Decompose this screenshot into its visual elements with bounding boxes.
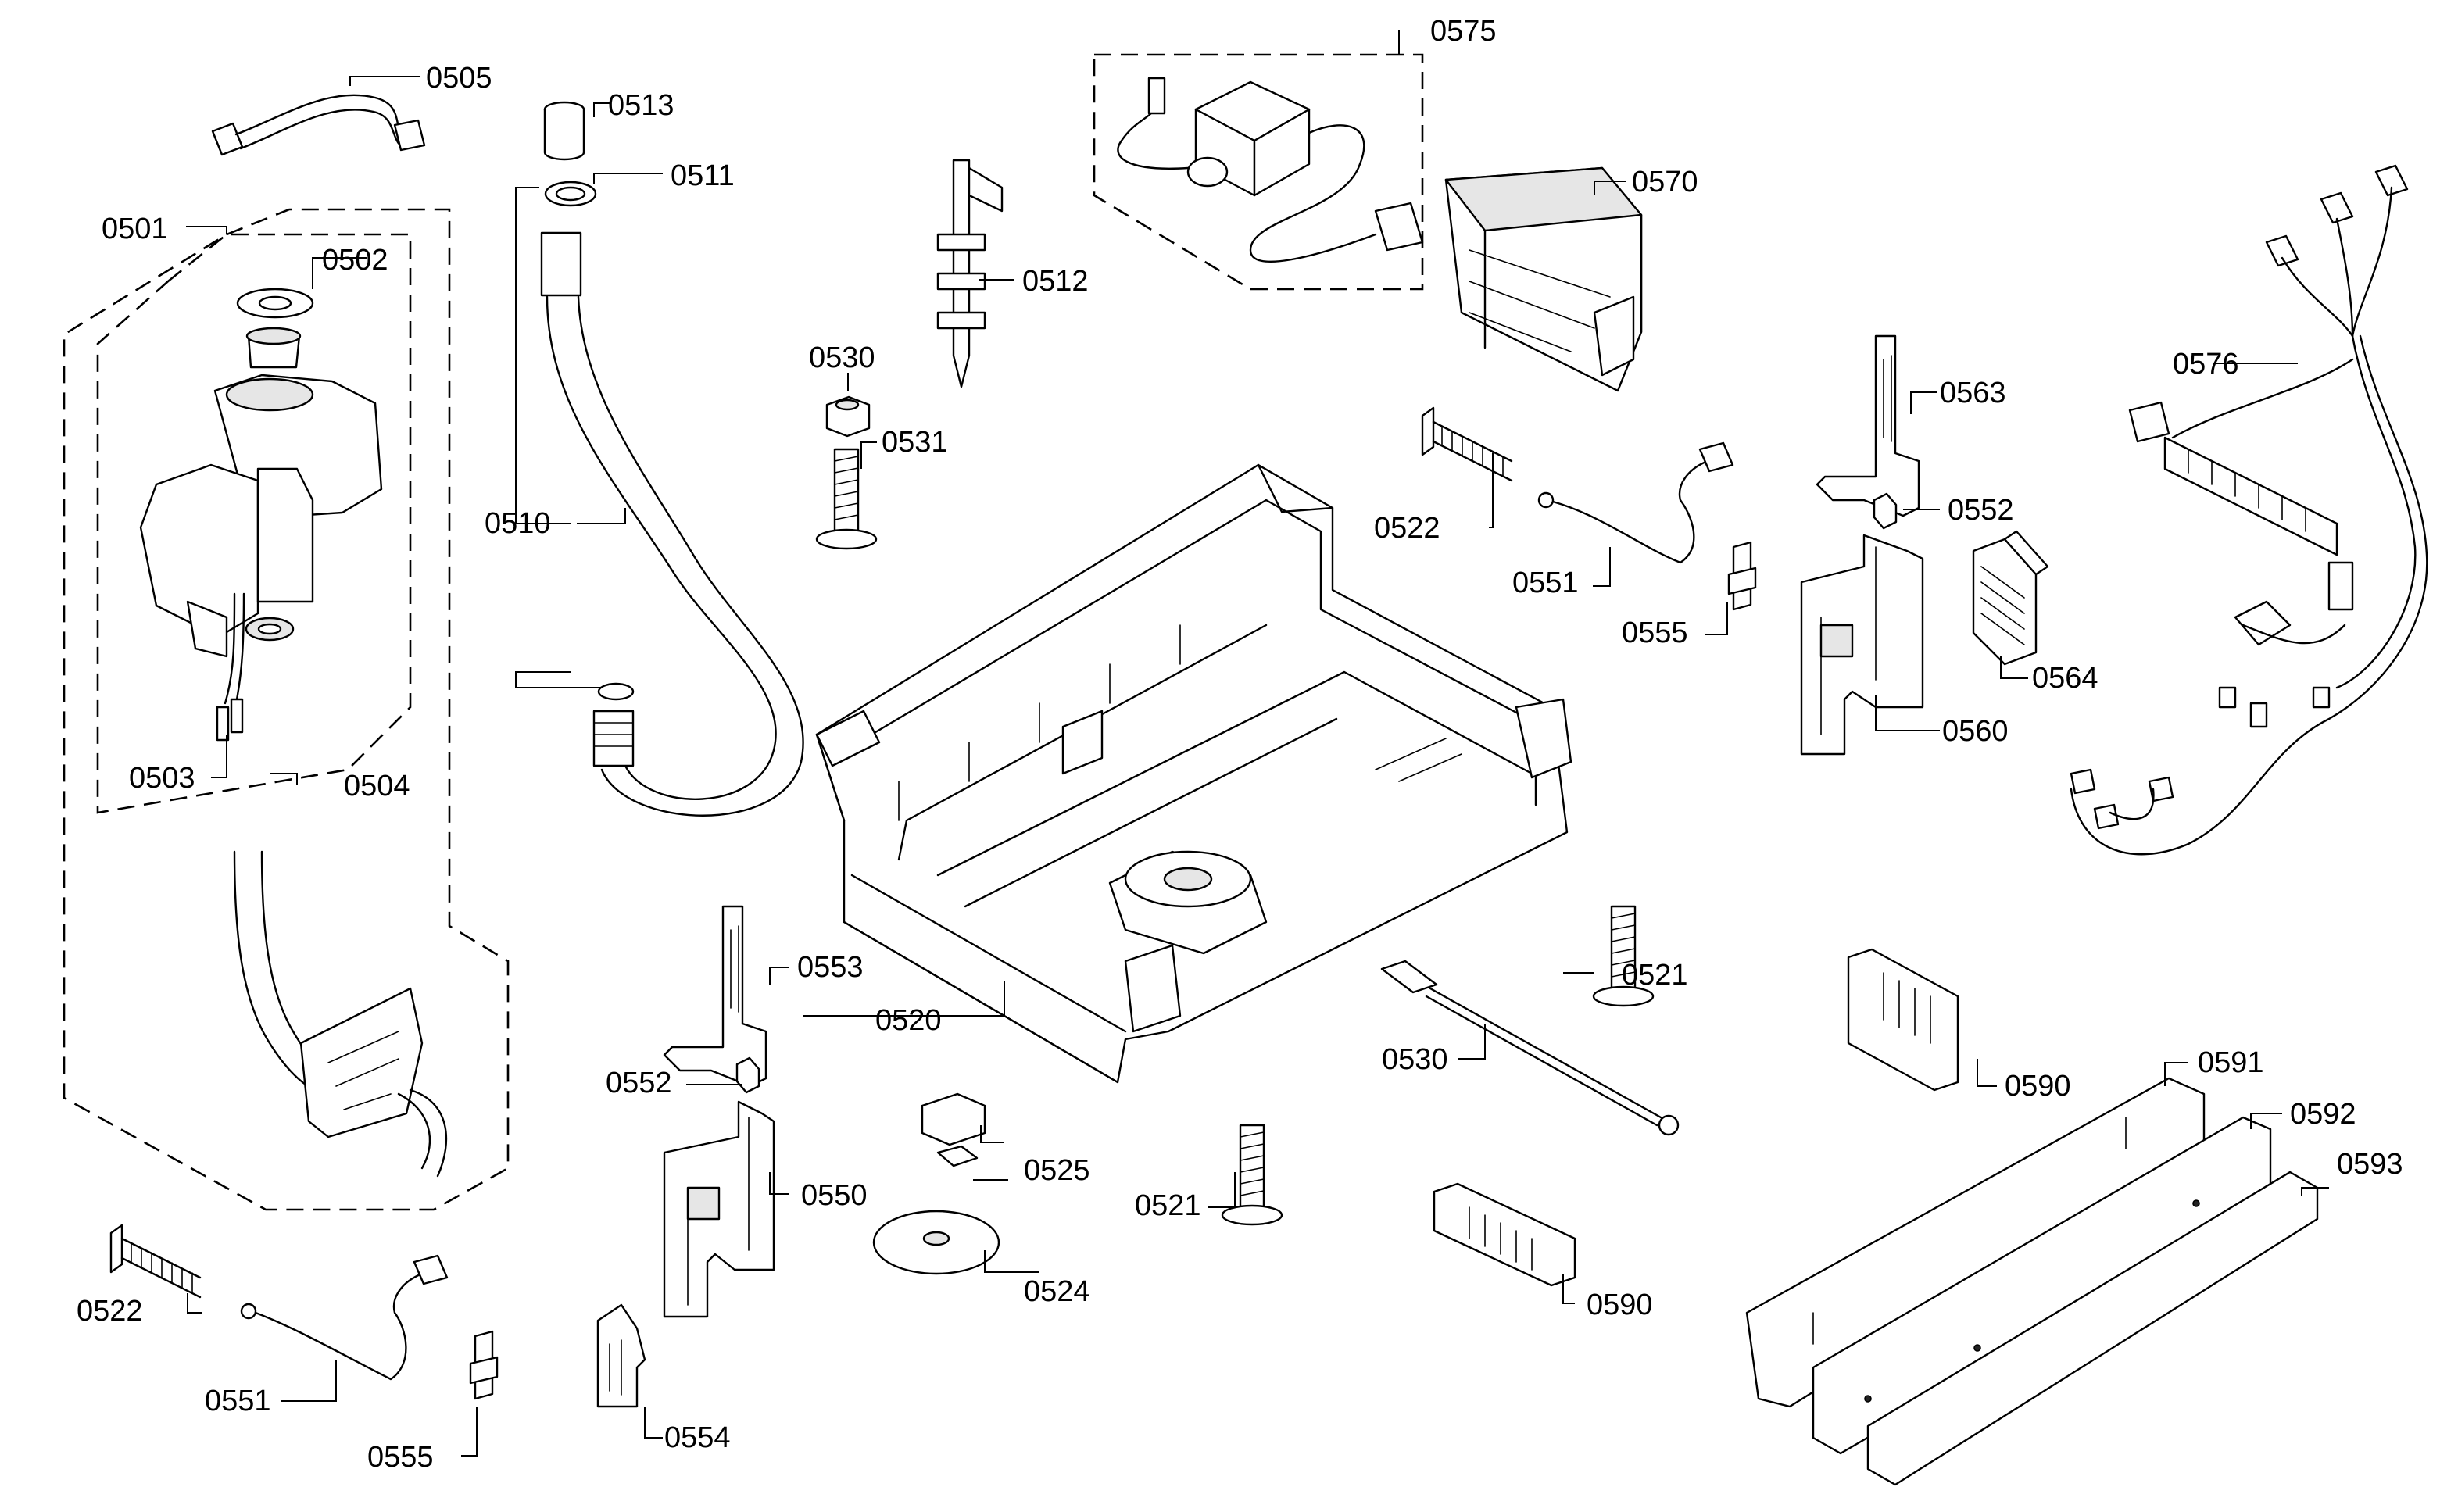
part-0560-hinge-bracket — [1800, 534, 1924, 756]
part-0521-screw-lower — [1221, 1124, 1283, 1226]
label-0590-lower: 0590 — [1587, 1289, 1653, 1321]
label-0521-upper: 0521 — [1622, 959, 1688, 992]
part-0522-spring-left — [109, 1224, 202, 1299]
label-0550: 0550 — [801, 1179, 868, 1212]
part-0505-inlet-hose — [211, 94, 426, 156]
label-0593: 0593 — [2337, 1148, 2403, 1181]
label-0570: 0570 — [1632, 166, 1698, 198]
group-outline-0501 — [63, 208, 510, 1211]
group-outline-0575 — [1093, 53, 1424, 291]
label-0560: 0560 — [1942, 715, 2009, 748]
label-0576: 0576 — [2173, 348, 2239, 381]
label-0555-lower: 0555 — [367, 1441, 434, 1474]
label-0563: 0563 — [1940, 377, 2006, 409]
label-0525: 0525 — [1024, 1154, 1090, 1187]
label-0502: 0502 — [322, 244, 388, 277]
label-0513: 0513 — [608, 89, 674, 122]
label-0530-lower: 0530 — [1382, 1043, 1448, 1076]
part-0552-clip-right — [1873, 492, 1898, 530]
label-0554: 0554 — [664, 1421, 731, 1454]
label-0501: 0501 — [102, 213, 168, 245]
label-0531: 0531 — [882, 426, 948, 459]
part-0576-wire-harness — [2070, 164, 2428, 856]
part-0593-panel — [1866, 1171, 2319, 1486]
label-0552-upper: 0552 — [1948, 494, 2014, 527]
label-0530-upper: 0530 — [809, 341, 875, 374]
label-0555-upper: 0555 — [1622, 617, 1688, 649]
label-0551-upper: 0551 — [1512, 567, 1579, 599]
label-0522-lower: 0522 — [77, 1295, 143, 1328]
label-0521-lower: 0521 — [1135, 1189, 1201, 1222]
label-0592: 0592 — [2290, 1098, 2356, 1131]
part-0531-screw — [815, 448, 878, 550]
label-0505: 0505 — [426, 62, 492, 95]
part-0563-hinge-bracket — [1816, 334, 1920, 517]
group-outline-0502 — [96, 233, 412, 814]
leader-lines — [186, 30, 2329, 1457]
part-0524-disc — [872, 1210, 1000, 1275]
part-labels: 0505 0501 0502 0503 0504 0513 0511 0510 … — [77, 15, 2403, 1474]
part-0530-nut — [825, 395, 871, 438]
part-0511-clamp — [544, 181, 597, 207]
label-0510: 0510 — [485, 507, 551, 540]
label-0564: 0564 — [2032, 662, 2098, 695]
label-0551-lower: 0551 — [205, 1385, 271, 1417]
label-0552-lower: 0552 — [606, 1067, 672, 1099]
label-0511: 0511 — [671, 159, 735, 192]
part-0520-base-frame — [815, 463, 1572, 1084]
part-0555-sensor-left — [469, 1330, 499, 1400]
part-0530-rod — [1380, 960, 1680, 1136]
part-0570-control-module — [1444, 166, 1643, 392]
part-0550-hinge-bracket — [663, 1100, 775, 1318]
part-0555-sensor-right — [1727, 541, 1757, 611]
part-0590-clip-upper — [1847, 948, 1959, 1092]
label-0590-upper: 0590 — [2005, 1070, 2071, 1103]
label-0522-upper: 0522 — [1374, 512, 1440, 545]
part-0510-drain-hose — [540, 231, 804, 817]
label-0512: 0512 — [1022, 265, 1089, 298]
label-0503: 0503 — [129, 762, 195, 795]
part-0551-cable-left — [240, 1254, 449, 1381]
part-0502-inlet-valve — [139, 288, 383, 742]
part-0525-sensor — [921, 1092, 986, 1167]
label-0575: 0575 — [1430, 15, 1497, 48]
part-0513-sleeve — [543, 101, 585, 161]
part-0522-spring-right — [1421, 406, 1513, 482]
label-0553: 0553 — [797, 951, 864, 984]
part-0554-clip — [596, 1303, 646, 1408]
part-0575-pump — [1117, 77, 1424, 263]
part-0564-mount — [1972, 530, 2049, 666]
label-0504: 0504 — [344, 770, 410, 802]
part-0553-hinge-bracket — [663, 905, 767, 1088]
part-0590-clip-lower — [1433, 1182, 1576, 1287]
part-0504-hose — [233, 850, 448, 1178]
label-0591: 0591 — [2198, 1046, 2264, 1079]
part-0512-float-lever — [936, 159, 1004, 388]
label-0524: 0524 — [1024, 1275, 1090, 1308]
part-0551-cable-right — [1537, 441, 1734, 564]
part-0521-screw-upper — [1592, 905, 1655, 1007]
label-0520: 0520 — [875, 1004, 942, 1037]
